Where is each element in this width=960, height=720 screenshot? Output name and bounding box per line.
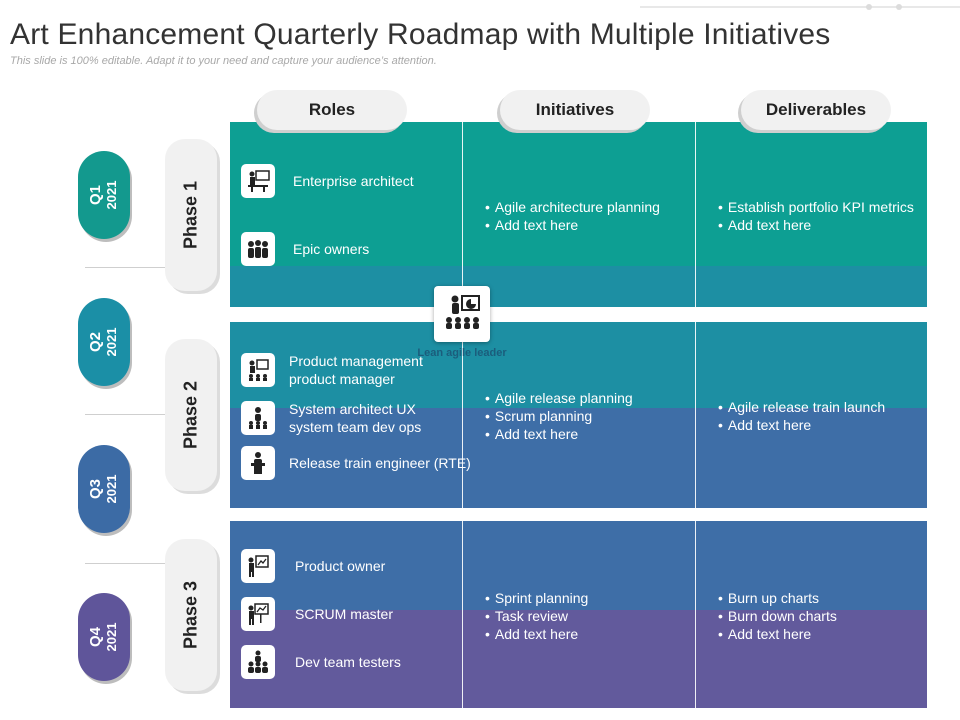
phase-1-band-bottom <box>230 266 927 307</box>
role-label: Product owner <box>295 558 386 574</box>
list-item: Add text here <box>485 425 633 443</box>
role-label: Product management product manager <box>289 353 423 387</box>
list-item: Agile architecture planning <box>485 198 660 216</box>
timeline-divider <box>85 267 165 268</box>
role-label: System architect UX system team dev ops <box>289 401 422 435</box>
list-item: Burn up charts <box>718 589 837 607</box>
presenter-board-icon <box>241 549 275 583</box>
list-item: Add text here <box>485 625 588 643</box>
quarter-year: 2021 <box>104 327 119 357</box>
phase-label-2: Phase 2 <box>165 339 217 491</box>
role-label: SCRUM master <box>295 606 394 622</box>
role-dev-team-testers: Dev team testers <box>241 645 401 679</box>
phase-1-initiatives: Agile architecture planning Add text her… <box>485 198 660 234</box>
team-lead-icon <box>241 401 275 435</box>
board-trainer-icon <box>241 597 275 631</box>
decorative-dot <box>896 4 902 10</box>
phase-label-1: Phase 1 <box>165 139 217 291</box>
phase-2-initiatives: Agile release planning Scrum planning Ad… <box>485 389 633 443</box>
column-divider <box>462 122 463 308</box>
group-icon <box>241 232 275 266</box>
list-item: Agile release train launch <box>718 398 885 416</box>
quarter-label: Q4 <box>87 626 104 648</box>
speaker-podium-icon <box>241 446 275 480</box>
team-group-icon <box>241 645 275 679</box>
quarter-year: 2021 <box>104 180 119 210</box>
presentation-icon <box>241 353 275 387</box>
list-item: Burn down charts <box>718 607 837 625</box>
page-subtitle: This slide is 100% editable. Adapt it to… <box>10 55 437 67</box>
lean-agile-leader-card <box>434 286 490 342</box>
quarter-label: Q1 <box>87 184 104 206</box>
role-product-management: Product management product manager <box>241 352 439 388</box>
column-divider <box>695 122 696 308</box>
column-divider <box>462 322 463 508</box>
column-header-roles: Roles <box>257 90 407 130</box>
phase-label-text: Phase 1 <box>180 180 201 250</box>
column-divider <box>462 521 463 708</box>
column-divider <box>695 521 696 708</box>
phase-1-deliverables: Establish portfolio KPI metrics Add text… <box>718 198 914 234</box>
list-item: Add text here <box>718 625 837 643</box>
role-label: Enterprise architect <box>293 173 414 189</box>
meeting-presentation-icon <box>440 290 484 339</box>
list-item: Sprint planning <box>485 589 588 607</box>
phase-label-text: Phase 2 <box>180 380 201 450</box>
role-product-owner: Product owner <box>241 549 385 583</box>
quarter-label: Q3 <box>87 478 104 500</box>
role-label: Dev team testers <box>295 654 401 670</box>
phase-3-deliverables: Burn up charts Burn down charts Add text… <box>718 589 837 643</box>
role-enterprise-architect: Enterprise architect <box>241 164 414 198</box>
timeline-divider <box>85 414 165 415</box>
page-title: Art Enhancement Quarterly Roadmap with M… <box>10 18 831 51</box>
role-release-train-engineer: Release train engineer (RTE) <box>241 446 471 480</box>
list-item: Task review <box>485 607 588 625</box>
role-system-architect: System architect UX system team dev ops <box>241 400 439 436</box>
quarter-label: Q2 <box>87 331 104 353</box>
timeline-divider <box>85 563 165 564</box>
quarter-year: 2021 <box>104 622 119 652</box>
phase-label-3: Phase 3 <box>165 539 217 691</box>
list-item: Add text here <box>718 416 885 434</box>
decorative-dot <box>866 4 872 10</box>
presenter-desk-icon <box>241 164 275 198</box>
decorative-line <box>640 6 960 8</box>
role-label: Epic owners <box>293 241 370 257</box>
list-item: Add text here <box>718 216 914 234</box>
phase-label-text: Phase 3 <box>180 580 201 650</box>
column-header-deliverables: Deliverables <box>741 90 891 130</box>
phase-3-initiatives: Sprint planning Task review Add text her… <box>485 589 588 643</box>
role-scrum-master: SCRUM master <box>241 597 393 631</box>
phase-2-deliverables: Agile release train launch Add text here <box>718 398 885 434</box>
role-epic-owners: Epic owners <box>241 232 369 266</box>
column-header-initiatives: Initiatives <box>500 90 650 130</box>
list-item: Establish portfolio KPI metrics <box>718 198 914 216</box>
role-label: Release train engineer (RTE) <box>289 455 471 471</box>
list-item: Agile release planning <box>485 389 633 407</box>
phase-1-band-top <box>230 122 927 266</box>
list-item: Add text here <box>485 216 660 234</box>
column-divider <box>695 322 696 508</box>
list-item: Scrum planning <box>485 407 633 425</box>
lean-agile-leader-label: Lean agile leader <box>417 347 507 359</box>
quarter-year: 2021 <box>104 474 119 504</box>
